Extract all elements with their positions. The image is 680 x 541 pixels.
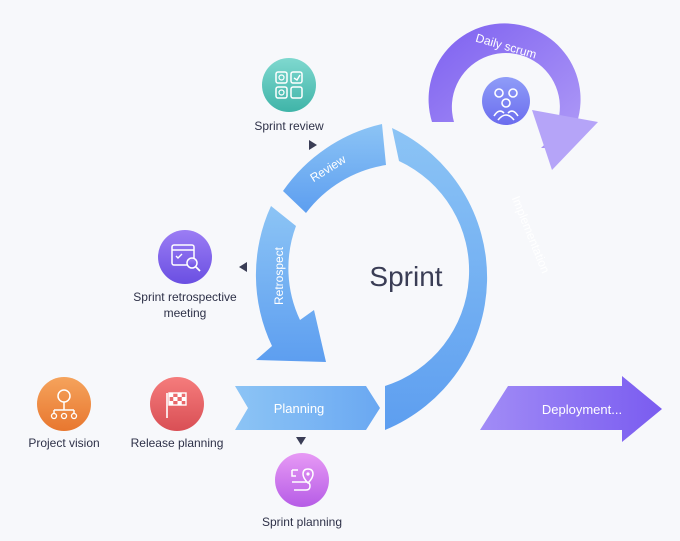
release-planning-label: Release planning [131, 436, 224, 450]
deployment-label: Deployment... [542, 402, 622, 417]
release-planning-node: Release planning [131, 377, 224, 450]
center-title: Sprint [369, 261, 442, 292]
sprint-review-node: Sprint review [254, 58, 324, 150]
daily-scrum-arrowhead [532, 110, 598, 170]
deployment-arrow [480, 376, 662, 442]
flag-icon [150, 377, 204, 431]
sprint-planning-label: Sprint planning [262, 515, 342, 529]
retrospect-arc [255, 206, 326, 362]
project-vision-label: Project vision [28, 436, 99, 450]
sprint-retrospective-label-line2: meeting [164, 306, 207, 320]
project-vision-node: Project vision [28, 377, 100, 450]
planning-bar [235, 386, 380, 430]
retrospect-label: Retrospect [272, 246, 286, 305]
route-pin-icon [275, 453, 329, 507]
sprint-review-pointer [309, 140, 317, 150]
sprint-review-label: Sprint review [254, 119, 324, 133]
emoji-grid-icon [262, 58, 316, 112]
sprint-retrospective-label-line1: Sprint retrospective [133, 290, 237, 304]
team-icon [482, 77, 530, 125]
sprint-retrospective-node: Sprint retrospective meeting [133, 230, 247, 320]
planning-label: Planning [274, 401, 325, 416]
daily-scrum-loop [428, 23, 598, 170]
sprint-planning-pointer [296, 437, 306, 445]
implementation-label: Implementation [509, 194, 553, 275]
sprint-planning-node: Sprint planning [262, 437, 342, 529]
implementation-arc [385, 128, 488, 430]
checklist-search-icon [158, 230, 212, 284]
review-arc [283, 124, 386, 213]
sprint-retrospective-pointer [239, 262, 247, 272]
